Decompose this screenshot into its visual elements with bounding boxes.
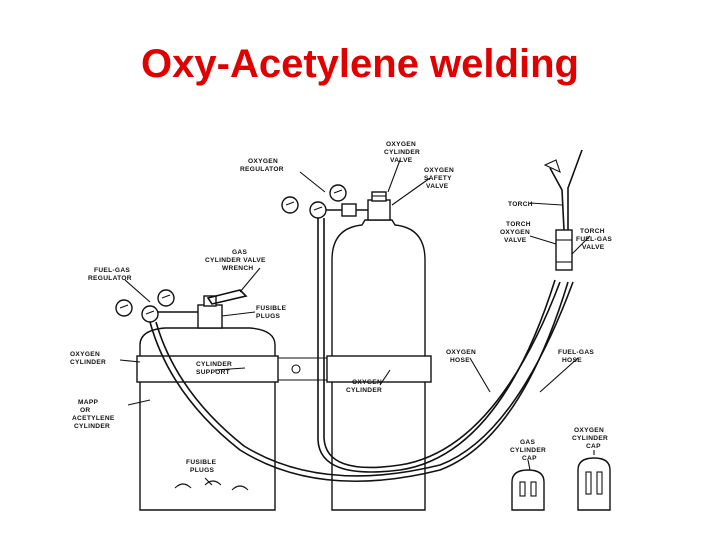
gas-cylinder-cap <box>511 469 545 511</box>
label-torch: TORCH <box>508 201 533 208</box>
oxygen-regulator <box>281 184 368 219</box>
label-oxygen-regulator: OXYGEN REGULATOR <box>240 158 284 173</box>
label-oxygen-cylinder-cap: OXYGEN CYLINDER CAP <box>572 427 610 450</box>
oxygen-cylinder-cap <box>577 457 611 511</box>
label-fusible-plugs-top: FUSIBLE PLUGS <box>256 305 288 320</box>
cylinder-support-rail <box>278 357 330 381</box>
label-gas-cylinder-valve-wrench: GAS CYLINDER VALVE WRENCH <box>205 249 268 272</box>
label-fuel-gas-regulator: FUEL-GAS REGULATOR <box>88 267 132 282</box>
label-oxygen-safety-valve: OXYGEN SAFETY VALVE <box>424 167 456 190</box>
hoses <box>149 218 574 482</box>
torch <box>543 149 583 271</box>
label-oxygen-hose: OXYGEN HOSE <box>446 349 478 364</box>
acetylene-cylinder <box>136 295 279 511</box>
label-oxygen-cylinder-center: OXYGEN CYLINDER <box>346 379 384 394</box>
label-torch-oxygen-valve: TORCH OXYGEN VALVE <box>500 221 533 244</box>
label-torch-fuel-gas-valve: TORCH FUEL-GAS VALVE <box>576 228 614 251</box>
label-fuel-gas-hose: FUEL-GAS HOSE <box>558 349 596 364</box>
label-fusible-plugs-bottom: FUSIBLE PLUGS <box>186 459 218 474</box>
callout-labels: OXYGEN CYLINDER VALVE OXYGEN REGULATOR O… <box>70 141 614 474</box>
label-mapp-acetylene-cylinder: MAPP OR ACETYLENE CYLINDER <box>72 399 117 430</box>
label-gas-cylinder-cap: GAS CYLINDER CAP <box>510 439 548 462</box>
page-title: Oxy-Acetylene welding <box>141 42 579 86</box>
label-oxygen-cylinder-left: OXYGEN CYLINDER <box>70 351 106 366</box>
label-cylinder-support: CYLINDER SUPPORT <box>196 361 234 376</box>
leader-lines <box>119 159 595 486</box>
fuel-gas-regulator <box>115 289 248 323</box>
oxygen-cylinder <box>326 191 432 511</box>
label-oxygen-cylinder-valve: OXYGEN CYLINDER VALVE <box>384 141 422 164</box>
